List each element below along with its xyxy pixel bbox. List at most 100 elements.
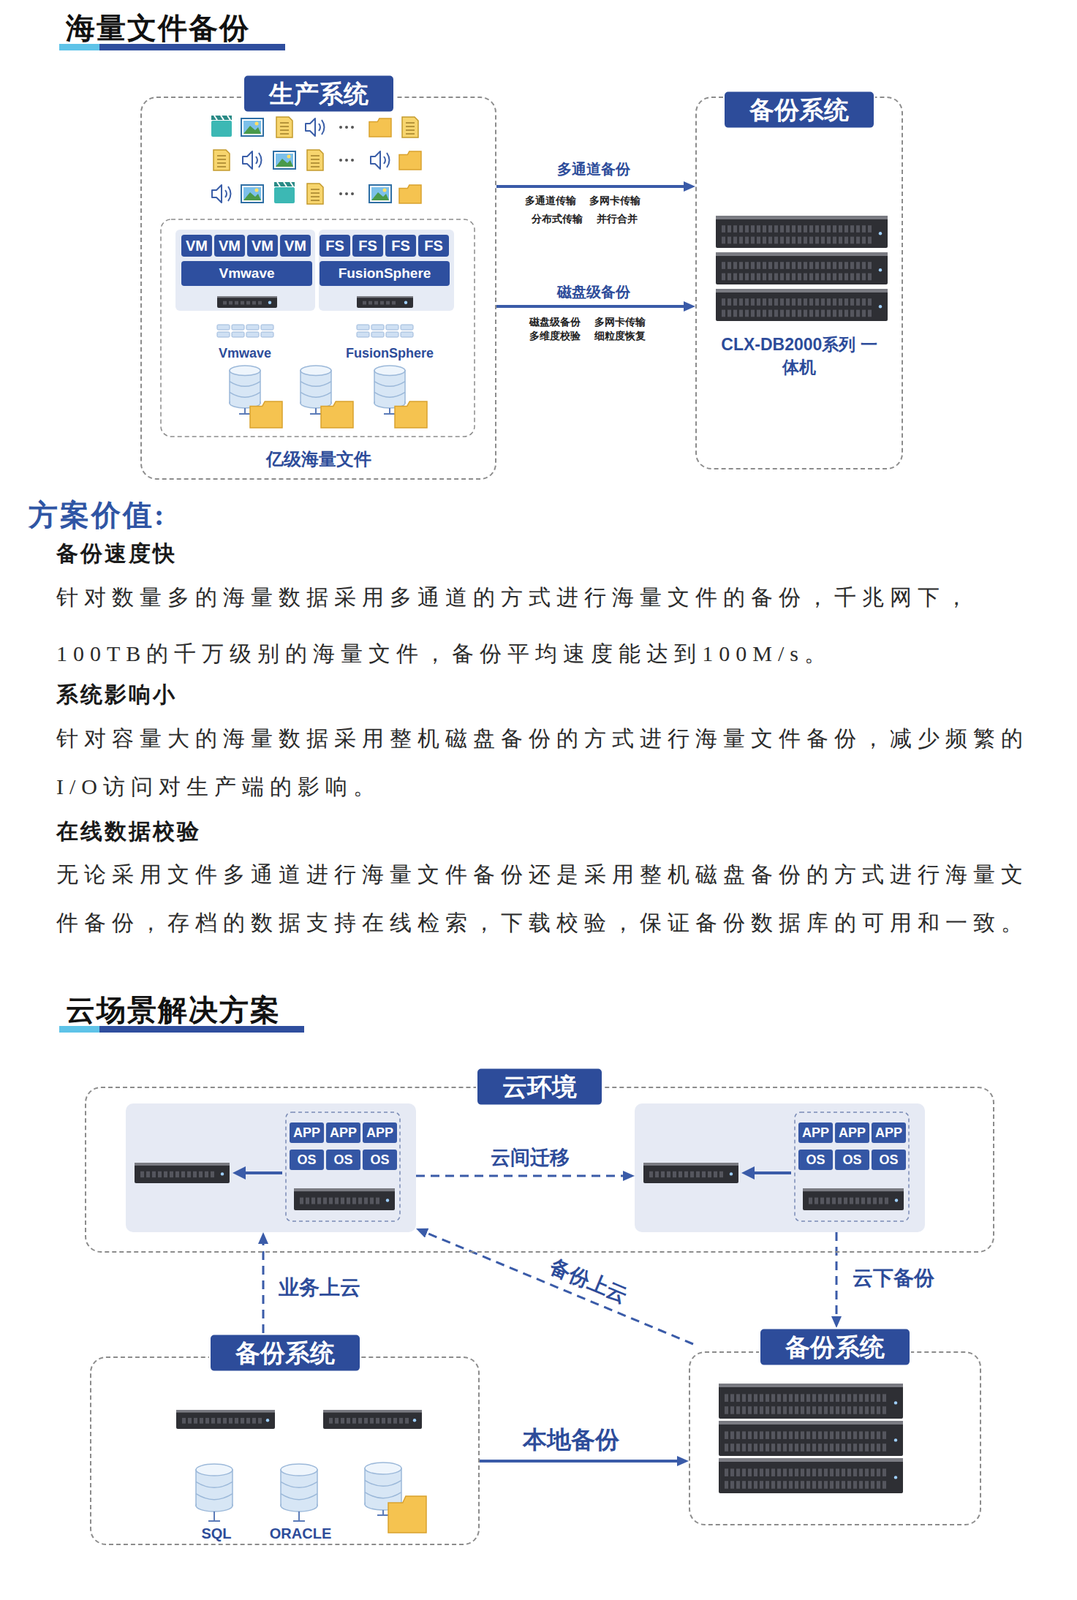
drawing <box>310 188 320 191</box>
server-vent <box>678 1171 683 1178</box>
group-tab: 生产系统 <box>242 74 395 114</box>
connector-label: 本地备份 <box>519 1423 623 1457</box>
chip-label: APP <box>293 1125 321 1141</box>
server-vent <box>719 1171 724 1178</box>
drawing <box>300 365 332 376</box>
server-vent <box>346 1197 351 1205</box>
drawing <box>243 187 262 201</box>
server-vent <box>747 1406 752 1415</box>
server-unit <box>718 1457 903 1494</box>
drawing <box>211 115 232 120</box>
server-vent <box>832 273 837 281</box>
server-vent <box>765 1430 770 1439</box>
server-vent <box>730 1443 735 1452</box>
component-chip: OS <box>798 1149 833 1170</box>
server-vent <box>736 1468 740 1477</box>
server-vent <box>739 236 743 245</box>
server-vent <box>745 236 749 245</box>
server-vent <box>768 225 773 233</box>
connector-line <box>262 1239 265 1333</box>
server-vent <box>803 225 808 233</box>
server-vent <box>794 1480 799 1489</box>
server-body <box>217 296 278 308</box>
connector-label: 业务上云 <box>275 1273 364 1302</box>
server-vent <box>867 298 872 306</box>
server-vent <box>876 1406 881 1415</box>
server-vent <box>780 236 784 245</box>
server-vent <box>862 310 866 318</box>
server-vent <box>856 225 860 233</box>
connector-line <box>496 304 689 308</box>
group-frame: 生产系统亿级海量文件VMVMVMVMVmwaveFSFSFSFSFusionSp… <box>140 96 497 480</box>
server-led <box>268 301 272 305</box>
server-vent <box>882 1393 887 1402</box>
drawing <box>307 183 324 204</box>
server-vent <box>340 1417 345 1424</box>
server-vent <box>853 1406 857 1415</box>
server-vent <box>806 1393 811 1402</box>
drawing <box>339 158 343 162</box>
server-vent <box>774 310 778 318</box>
database-icon <box>195 1463 233 1521</box>
folder-icon <box>320 401 354 428</box>
server-vent <box>750 273 755 281</box>
storage-block <box>246 324 259 330</box>
chip-label: APP <box>802 1125 830 1141</box>
server-top <box>802 1188 904 1192</box>
drawing <box>280 129 289 131</box>
server-vent <box>785 261 790 270</box>
drawing <box>213 149 230 171</box>
server-vent <box>724 1393 729 1402</box>
drawing <box>243 192 262 201</box>
storage-block <box>400 324 414 330</box>
server-vent <box>835 1480 840 1489</box>
file-icon <box>402 116 419 138</box>
server-vent <box>762 261 767 270</box>
connector-label: 备份上云 <box>542 1251 634 1311</box>
connector-label: 云下备份 <box>849 1264 938 1292</box>
server-vent <box>730 1468 735 1477</box>
server-vent <box>882 1430 887 1439</box>
server-vent <box>812 1393 816 1402</box>
chip-label: APP <box>329 1125 357 1141</box>
chip-label: OS <box>296 1152 316 1168</box>
group-tab: 云环境 <box>475 1067 604 1107</box>
drawing <box>383 413 396 415</box>
server-led <box>729 1172 733 1175</box>
server-vent <box>340 1197 345 1205</box>
server-vent <box>821 310 825 318</box>
server-vent <box>777 1406 781 1415</box>
server-vent <box>774 225 778 233</box>
server-vent <box>750 236 755 245</box>
server-vent <box>800 1480 805 1489</box>
server-vent <box>374 301 379 305</box>
server-body <box>643 1162 739 1184</box>
server-vent <box>369 1417 374 1424</box>
server-vent <box>818 1468 822 1477</box>
server-vent <box>803 298 808 306</box>
server-vent <box>762 225 767 233</box>
drawing <box>241 118 264 136</box>
connector-line <box>835 1232 838 1321</box>
drawing <box>195 1493 233 1500</box>
server-body <box>718 1420 903 1456</box>
server-vent <box>736 1393 740 1402</box>
server-vent <box>753 1468 758 1477</box>
server-vent <box>800 1406 805 1415</box>
server-vent <box>323 1197 327 1205</box>
file-icon <box>339 158 354 162</box>
server-vent <box>832 261 837 270</box>
drawing <box>239 413 251 415</box>
storage-block <box>400 331 414 338</box>
server-led <box>878 231 882 235</box>
drawing <box>227 115 231 120</box>
server-vent <box>806 1430 811 1439</box>
storage-block <box>356 331 370 338</box>
drawing <box>402 116 419 138</box>
server-vent <box>785 225 790 233</box>
server-vent <box>352 1417 357 1424</box>
server-vent <box>794 1430 799 1439</box>
server-vent <box>334 1197 339 1205</box>
server-vent <box>844 310 849 318</box>
component-chip: FS <box>319 234 351 257</box>
